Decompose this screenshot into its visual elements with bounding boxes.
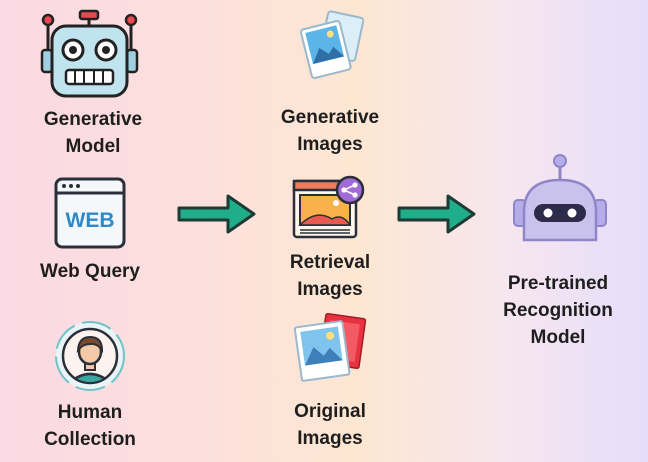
web-query-label: Web Query [40,261,140,282]
shared-picture-icon [292,175,365,239]
original-images-label: Original Images [294,401,366,449]
generative-model-label: Generative Model [43,109,143,157]
web-browser-icon: WEB [54,177,126,249]
web-icon-text: WEB [66,209,115,232]
bot-head-icon [513,154,607,242]
robot-icon [40,9,139,98]
arrow-right-icon-1 [177,194,256,234]
arrow-right-icon-2 [397,194,476,234]
generative-images-label: Generative Images [280,107,380,155]
photo-stack-icon [300,10,364,79]
person-avatar-icon [55,321,125,391]
retrieval-images-label: Retrieval Images [289,252,371,300]
pretrained-recognition-model-label: Pre-trained Recognition Model [503,273,613,348]
human-collection-label: Human Collection [44,402,136,450]
photo-frames-icon [293,312,367,382]
